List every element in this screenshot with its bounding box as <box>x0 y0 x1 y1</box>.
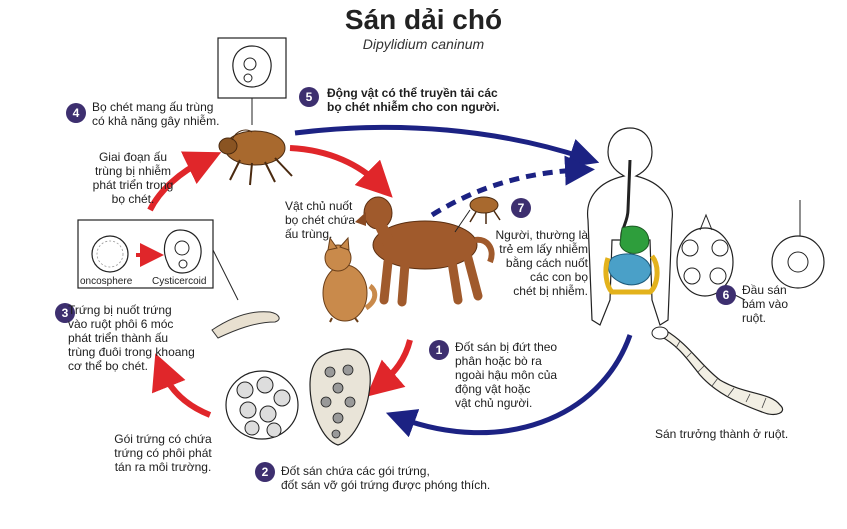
adult-tapeworm <box>659 329 784 416</box>
stomach <box>619 225 650 254</box>
tapeworm-segments <box>675 340 767 409</box>
flea-stage-line: Giai đoạn ấu <box>98 150 168 164</box>
step-1-badge: 1 <box>429 340 449 360</box>
arrow-flea-to-human <box>294 124 600 168</box>
host-line: ấu trùng. <box>285 227 333 241</box>
step-7-line: các con bọ <box>529 270 588 284</box>
step-1-line: vật chủ người. <box>455 396 533 410</box>
arrow-proglottid-to-eggpacket <box>366 339 413 397</box>
step-3-badge: 3 <box>55 303 75 323</box>
host-line: bọ chét chứa <box>285 213 356 227</box>
cat-illustration <box>322 236 378 323</box>
diagram-subtitle: Dipylidium caninum <box>362 36 485 52</box>
cysticercoid-drawing <box>163 229 202 274</box>
step-1-line: phân hoặc bò ra <box>455 354 542 368</box>
scolex-illustration <box>676 200 825 301</box>
step-2-line: đốt sán vỡ gói trứng được phóng thích. <box>281 478 491 492</box>
step-2-badge: 2 <box>255 462 275 482</box>
step-4-text: Bọ chét mang ấu trùng có khả năng gây nh… <box>92 100 219 128</box>
human-silhouette <box>586 127 673 326</box>
step-5-text: Động vật có thể truyền tải các bọ chét n… <box>327 86 500 114</box>
flea-larva-illustration <box>211 311 280 339</box>
step-7-line: chét bị nhiễm. <box>513 284 588 298</box>
egg-packet-line: tán ra môi trường. <box>114 460 212 474</box>
step-3-line: cơ thể bọ chét. <box>68 359 148 373</box>
large-intestine <box>603 254 660 295</box>
step-3-line: phát triển thành ấu <box>68 331 169 345</box>
small-intestine <box>607 253 652 286</box>
arrow-dog-to-human-dashed <box>430 155 595 218</box>
step-7-text: Người, thường là trẻ em lấy nhiễm bằng c… <box>488 228 588 298</box>
step-7-line: Người, thường là <box>495 228 588 242</box>
step-7-line: trẻ em lấy nhiễm <box>499 242 588 256</box>
host-label: Vật chủ nuốt bọ chét chứa ấu trùng. <box>285 199 355 241</box>
step-3-text: Trứng bị nuốt trứng vào ruột phôi 6 móc … <box>68 303 195 373</box>
step-6-text: Đầu sán bám vào ruột. <box>742 283 788 325</box>
oncosphere-drawing <box>91 235 129 273</box>
step-3-line: vào ruột phôi 6 móc <box>68 317 174 331</box>
flea-stage-line: phát triển trong <box>92 178 174 192</box>
step-1-line: động vật hoặc <box>455 382 531 396</box>
step-5-badge: 5 <box>299 87 319 107</box>
arrow-cysticercoid-to-flea <box>147 151 222 212</box>
step-7-badge: 7 <box>511 198 531 218</box>
arrow-eggpacket-to-larva <box>151 353 212 418</box>
step-2-text: Đốt sán chứa các gói trứng, đốt sán vỡ g… <box>281 464 490 492</box>
step-4-line: có khả năng gây nhiễm. <box>92 114 220 128</box>
flea-stage-label: Giai đoạn ấu trùng bị nhiễm phát triển t… <box>78 150 188 206</box>
step-6-line: bám vào <box>742 297 789 311</box>
step-1-text: Đốt sán bị đứt theo phân hoặc bò ra ngoà… <box>455 340 557 410</box>
flea-stage-line: bọ chét. <box>111 192 155 206</box>
proglottid-illustration <box>309 348 371 446</box>
dog-illustration <box>355 196 495 307</box>
egg-packet-line: Gói trứng có chứa <box>114 432 212 446</box>
flea-top-illustration <box>218 129 293 186</box>
arrow-human-to-proglottid <box>385 334 633 438</box>
step-4-badge: 4 <box>66 103 86 123</box>
arrow-flea-to-host <box>289 145 393 198</box>
step-6-line: Đầu sán <box>742 283 787 297</box>
step-4-line: Bọ chét mang ấu trùng <box>92 100 214 114</box>
step-7-line: bằng cách nuốt <box>505 256 588 270</box>
step-6-line: ruột. <box>742 311 767 325</box>
step-5-line: bọ chét nhiễm cho con người. <box>327 100 500 114</box>
oncosphere-label: oncosphere <box>80 276 133 287</box>
egg-packet-line: trứng có phôi phát <box>114 446 212 460</box>
step-6-badge: 6 <box>716 285 736 305</box>
step-3-line: Trứng bị nuốt trứng <box>68 303 172 317</box>
egg-packet-illustration <box>225 370 299 440</box>
diagram-title: Sán dải chó <box>344 4 503 35</box>
step-1-line: ngoài hậu môn của <box>455 368 558 382</box>
step-1-line: Đốt sán bị đứt theo <box>455 340 558 354</box>
flea-stage-line: trùng bị nhiễm <box>94 164 172 178</box>
step-5-line: Động vật có thể truyền tải các <box>327 86 498 100</box>
step-2-line: Đốt sán chứa các gói trứng, <box>281 464 430 478</box>
step-3-line: trùng đuôi trong khoang <box>68 345 195 359</box>
egg-packet-label: Gói trứng có chứa trứng có phôi phát tán… <box>98 432 228 474</box>
host-line: Vật chủ nuốt <box>285 199 353 213</box>
cysticercoid-label: Cysticercoid <box>152 276 207 287</box>
adult-label: Sán trưởng thành ở ruột. <box>655 427 789 441</box>
flea-small-illustration <box>454 196 501 233</box>
